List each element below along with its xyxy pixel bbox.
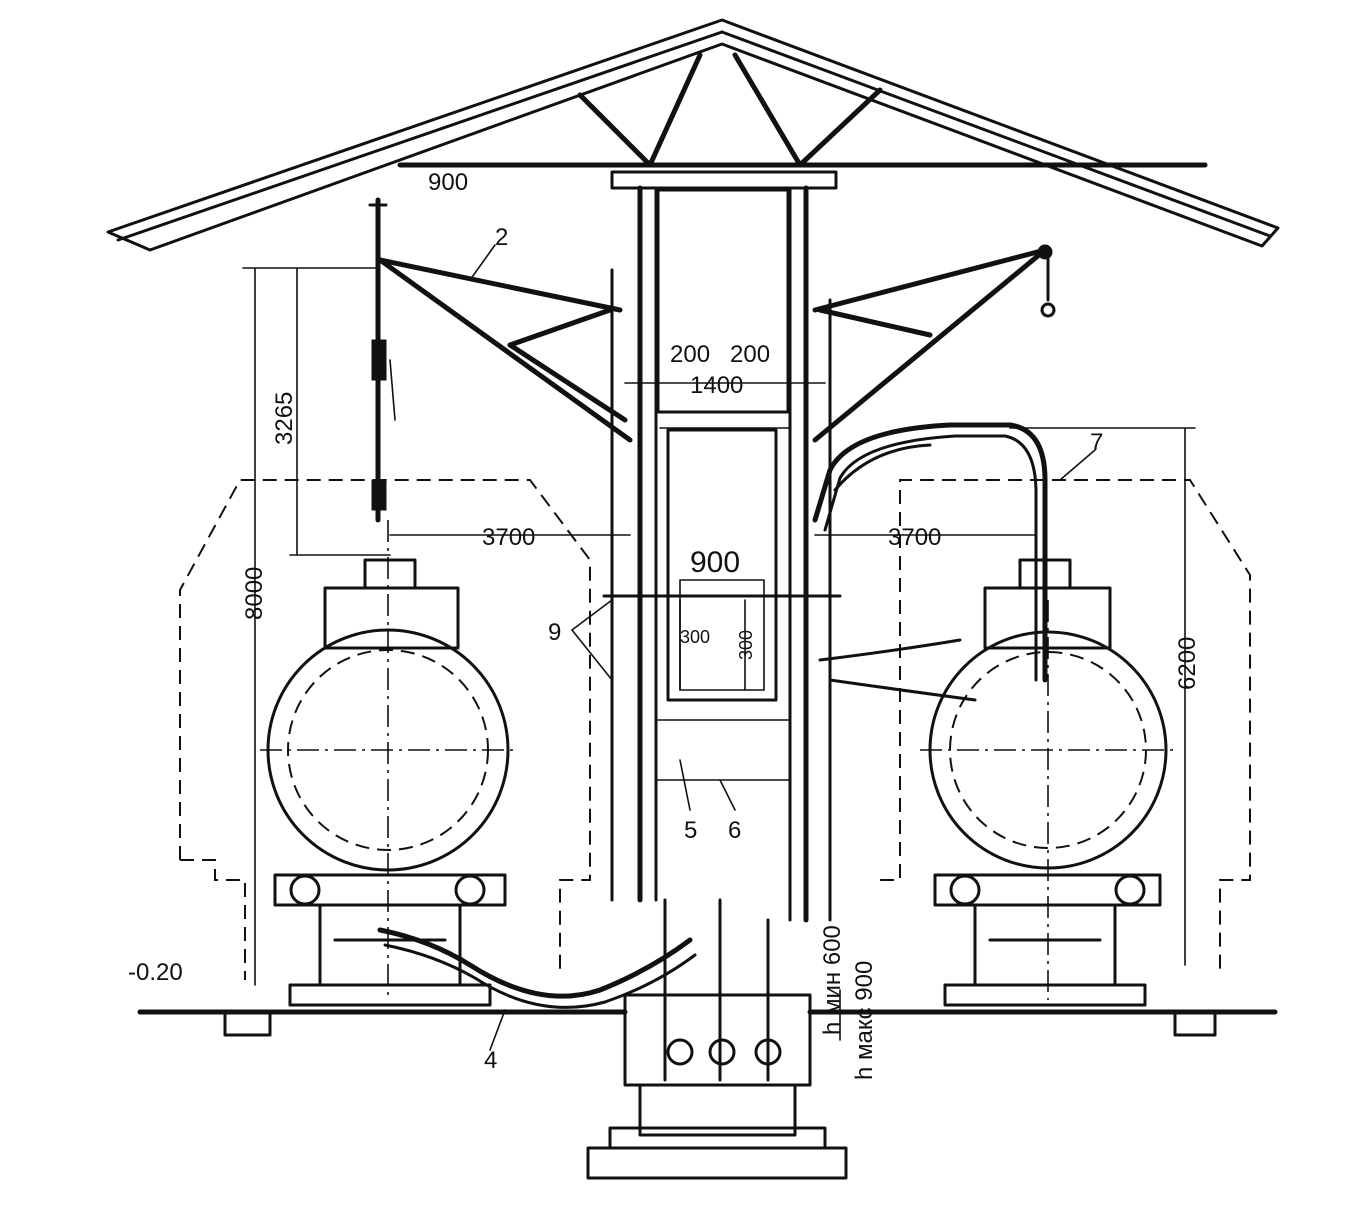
bottom-hose xyxy=(377,927,697,1009)
ground-level-label: -0.20 xyxy=(128,959,183,986)
dimension-lines xyxy=(242,267,1196,1041)
right-gantry-arm xyxy=(812,244,1056,443)
dim-6200-label: 6200 xyxy=(1174,637,1201,690)
dim-3265-label: 3265 xyxy=(271,392,298,445)
dim-8000-label: 8000 xyxy=(241,567,268,620)
item-9-label: 9 xyxy=(548,619,561,646)
item-7-label: 7 xyxy=(1090,429,1103,456)
central-column xyxy=(602,170,842,923)
item-4-label: 4 xyxy=(484,1047,497,1074)
dim-1400-label: 1400 xyxy=(690,372,743,399)
leader-lines xyxy=(469,244,1096,1051)
dim-3700-right-label: 3700 xyxy=(888,524,941,551)
dim-200-right-label: 200 xyxy=(730,341,770,368)
item-6-label: 6 xyxy=(728,817,741,844)
dim-300-left-label: 300 xyxy=(680,627,710,647)
dim-200-left-label: 200 xyxy=(670,341,710,368)
dim-900-center-label: 900 xyxy=(690,546,740,579)
roof-level-label: 900 xyxy=(428,169,468,196)
roof-truss xyxy=(106,18,1280,252)
left-tank-car xyxy=(179,479,591,1007)
item-2-label: 2 xyxy=(495,224,508,251)
dim-3700-left-label: 3700 xyxy=(482,524,535,551)
ground-and-foundation xyxy=(137,898,1278,1180)
right-loading-hose xyxy=(812,422,1048,702)
h-max-label: h макс 900 xyxy=(851,961,878,1080)
right-tank-car xyxy=(880,479,1251,1007)
left-gantry-arm xyxy=(368,197,633,523)
h-min-label: h мин 600 xyxy=(819,925,846,1035)
drawing-labels: 900 2 7 9 5 6 4 3265 8000 6200 3700 3700… xyxy=(128,169,1201,1080)
dim-300-right-label: 300 xyxy=(736,630,756,660)
item-5-label: 5 xyxy=(684,817,697,844)
